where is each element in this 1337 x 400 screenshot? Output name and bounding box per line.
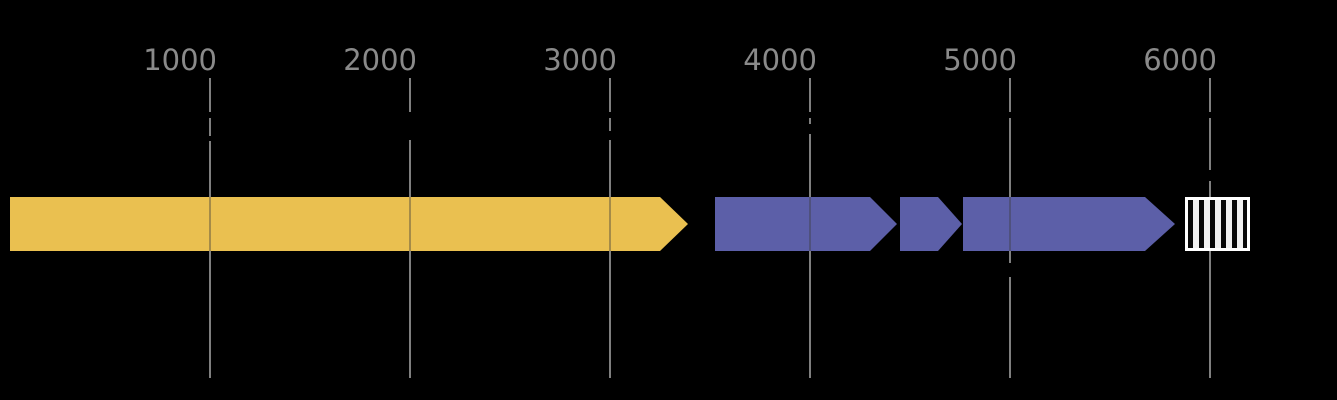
gridline-through-feature [809, 197, 811, 251]
gridline-label-mask [807, 112, 813, 118]
gridline-label-mask [407, 112, 413, 140]
tick-label: 4000 [743, 43, 817, 77]
feature-arrow-gene-1 [10, 197, 688, 251]
gridline-through-feature [609, 197, 611, 251]
gridline-label-mask [1207, 170, 1213, 181]
gridline-label-mask [1007, 263, 1013, 277]
gridline-through-feature [209, 197, 211, 251]
gridline-label-mask [607, 112, 613, 118]
gridline-label-mask [607, 131, 613, 140]
tick-label: 2000 [343, 43, 417, 77]
gridline-label-mask [1007, 112, 1013, 118]
tick-label: 1000 [143, 43, 217, 77]
gridline-through-feature [409, 197, 411, 251]
feature-arrow-gene-2 [715, 197, 897, 251]
gridline-label-mask [807, 124, 813, 134]
feature-hatched-box [1185, 197, 1250, 251]
gridline-label-mask [207, 136, 213, 141]
tick-label: 6000 [1143, 43, 1217, 77]
gridline-label-mask [1207, 112, 1213, 118]
gridline-label-mask [207, 112, 213, 118]
gridline-through-feature [1009, 197, 1011, 251]
feature-arrow-gene-4 [963, 197, 1175, 251]
tick-label: 3000 [543, 43, 617, 77]
tick-label: 5000 [943, 43, 1017, 77]
